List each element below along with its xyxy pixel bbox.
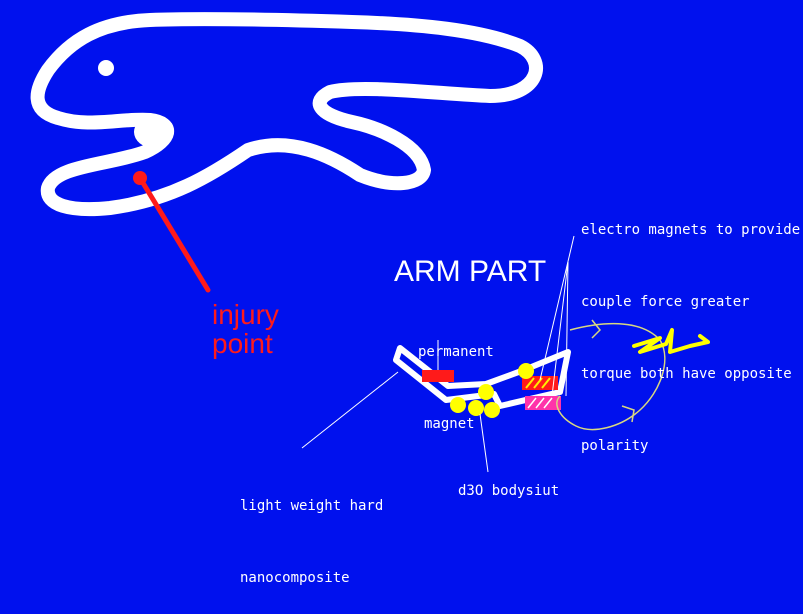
electro-label-line: polarity — [581, 438, 649, 454]
d3o-ball — [468, 400, 484, 416]
permanent-label-line: magnet — [424, 416, 475, 432]
composite-label-line: light weight hard — [240, 498, 384, 514]
composite-pointer — [301, 371, 399, 449]
injury-point-dot — [133, 171, 147, 185]
d3o-ball — [484, 402, 500, 418]
permanent-magnet-label: permanent magnet — [418, 292, 494, 460]
electro-pointer-2 — [551, 261, 569, 397]
scribble-tick-top — [591, 319, 602, 339]
electro-magnet-bottom-hatch — [527, 397, 553, 409]
arm-outline — [30, 12, 543, 217]
zigzag-scribble — [632, 328, 710, 354]
injury-label-line: point — [212, 328, 273, 359]
palm-blob — [134, 116, 174, 148]
arm-part-title: ARM PART — [394, 255, 547, 288]
composite-label-line: nanocomposite — [240, 570, 350, 586]
permanent-label-line: permanent — [418, 344, 494, 360]
electro-pointer-3 — [565, 261, 569, 397]
d3o-ball — [450, 397, 466, 413]
scribble-loop — [556, 322, 666, 431]
electro-label-line: electro magnets to provide — [581, 222, 801, 238]
electro-magnet-hatch — [525, 377, 551, 389]
electro-magnets-label: electro magnets to provide couple force … — [581, 170, 800, 482]
brace-frame — [393, 345, 571, 409]
d3o-ball — [478, 384, 494, 400]
electro-pointer-1 — [539, 235, 575, 381]
eye-dot — [98, 60, 114, 76]
arm-diagram — [30, 12, 710, 473]
d30-bodysuit-label: d3O bodysiut — [458, 483, 560, 499]
injury-pointer-line — [137, 175, 211, 293]
d30-pointer — [479, 413, 489, 473]
permanent-magnet — [422, 370, 454, 382]
injury-label-line: injury — [212, 299, 279, 330]
electro-label-line: couple force greater — [581, 294, 750, 310]
scribble-tick-bottom — [621, 405, 635, 423]
injury-point-label: injury point — [212, 300, 279, 358]
electro-label-line: torque both have opposite — [581, 366, 792, 382]
d3o-ball — [518, 363, 534, 379]
composite-label: light weight hard nanocomposite — [240, 446, 383, 614]
